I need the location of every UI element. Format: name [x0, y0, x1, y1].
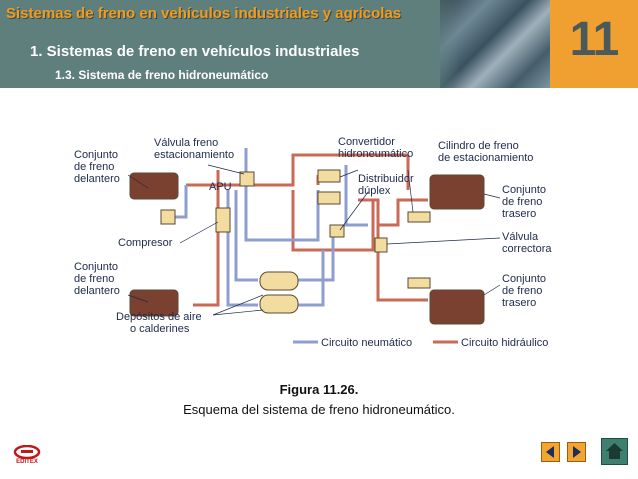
figure-title: Figura 11.26.	[0, 382, 638, 397]
chapter-number: 11	[550, 12, 638, 67]
label-conjunto-trasero-bottom: Conjunto de freno trasero	[502, 273, 549, 309]
deposito-1	[260, 272, 298, 290]
section-title: 1. Sistemas de freno en vehículos indust…	[30, 43, 359, 60]
chapter-badge: 11	[550, 0, 638, 88]
editex-logo: EDITEX	[7, 445, 47, 470]
next-button[interactable]	[567, 442, 586, 462]
label-conjunto-delantero-top: Conjunto de freno delantero	[74, 149, 121, 185]
header-bar: 11 Sistemas de freno en vehículos indust…	[0, 0, 638, 88]
home-icon	[602, 439, 627, 464]
logo-icon	[7, 445, 47, 459]
brake-system-diagram: Conjunto de freno delantero Válvula fren…	[68, 130, 568, 355]
wheel-front-top	[130, 173, 178, 199]
label-valvula-correctora: Válvula correctora	[502, 231, 552, 255]
label-cilindro: Cilindro de freno de estacionamiento	[438, 140, 533, 164]
legend-hidraulico: Circuito hidráulico	[461, 337, 548, 349]
label-valvula-freno: Válvula freno estacionamiento	[154, 137, 234, 161]
label-depositos: Depósitos de aire o calderines	[116, 311, 205, 335]
figure-caption: Esquema del sistema de freno hidroneumát…	[0, 402, 638, 417]
cilindro-bottom	[408, 278, 430, 288]
label-apu: APU	[209, 181, 232, 193]
logo-text: EDITEX	[7, 459, 47, 465]
valvula-freno	[240, 172, 254, 186]
label-conjunto-trasero-top: Conjunto de freno trasero	[502, 184, 549, 220]
convertidor-1	[318, 170, 340, 182]
wheel-rear-bottom	[430, 290, 484, 324]
compresor	[161, 210, 175, 224]
home-button[interactable]	[601, 438, 628, 465]
page-title: Sistemas de freno en vehículos industria…	[6, 5, 401, 22]
valvula-correctora	[375, 238, 387, 252]
label-conjunto-delantero-bottom: Conjunto de freno delantero	[74, 261, 121, 297]
label-compresor: Compresor	[118, 237, 173, 249]
cilindro-top	[408, 212, 430, 222]
arrow-left-icon	[542, 443, 559, 461]
apu	[216, 208, 230, 232]
wheel-rear-top	[430, 175, 484, 209]
legend-neumatico: Circuito neumático	[321, 337, 412, 349]
components	[130, 170, 484, 324]
deposito-2	[260, 295, 298, 313]
distribuidor	[330, 225, 344, 237]
prev-button[interactable]	[541, 442, 560, 462]
arrow-right-icon	[568, 443, 585, 461]
convertidor-2	[318, 192, 340, 204]
label-convertidor: Convertidor hidroneumático	[338, 136, 413, 160]
subsection-title: 1.3. Sistema de freno hidroneumático	[55, 68, 268, 82]
